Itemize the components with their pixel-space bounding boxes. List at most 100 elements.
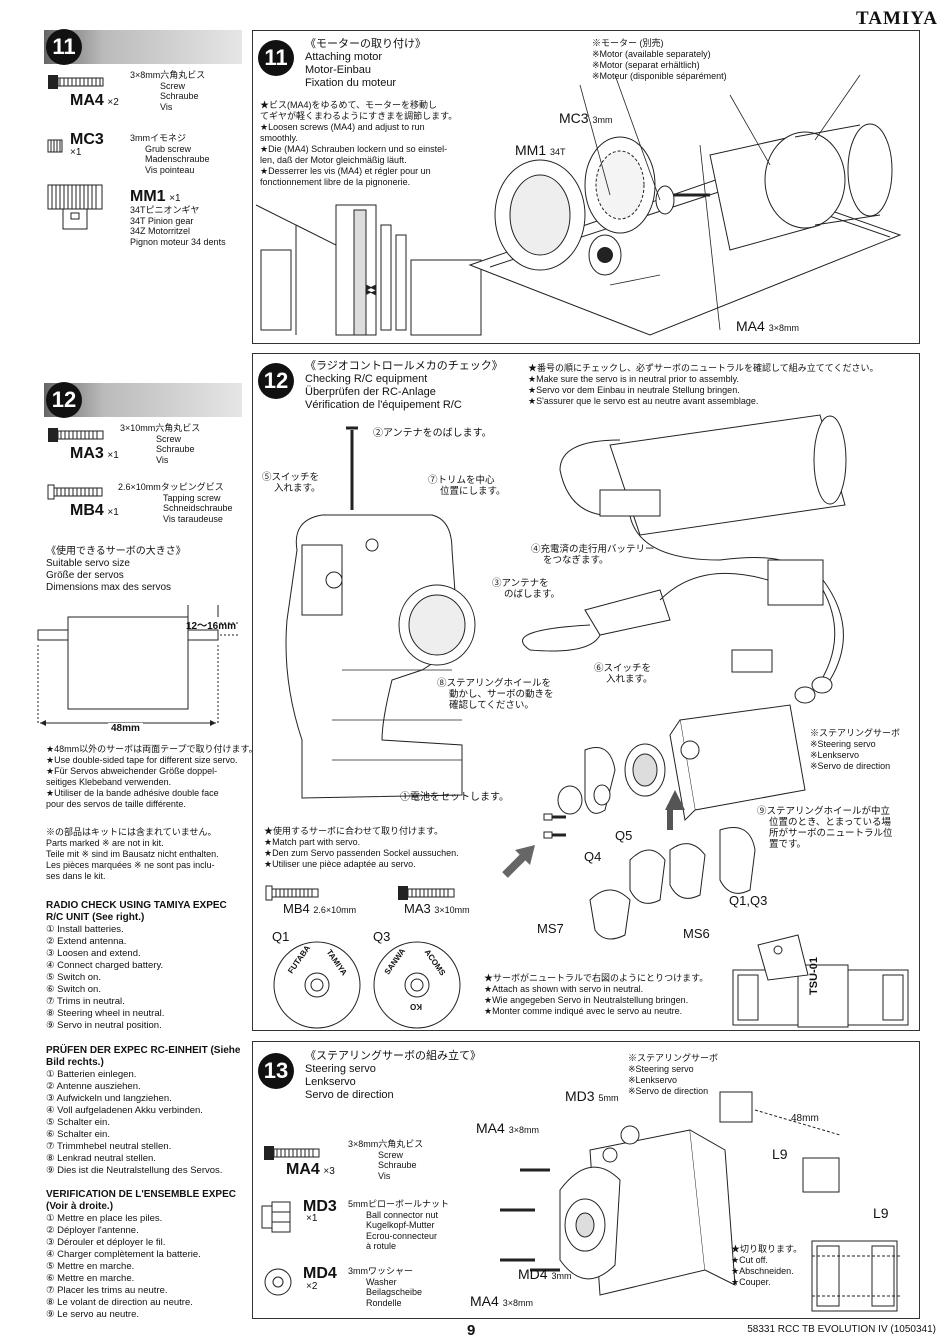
gear-mesh-detail-illustration <box>255 204 482 336</box>
callout-1: ①電池をセットします。 <box>400 792 509 803</box>
q1-horn-disc <box>273 941 361 1029</box>
servo-width-dim: 48mm <box>108 723 143 734</box>
part-md4-code: MD4 <box>303 1265 337 1282</box>
part-md4-desc: 3mmワッシャー Washer Beilagscheibe Rondelle <box>348 1266 423 1308</box>
ma4-label-step11: MA4 3×8mm <box>736 318 799 334</box>
mb4-screw-mini-icon <box>265 885 319 901</box>
part-mb4-code: MB4 ×1 <box>70 502 119 519</box>
part-ma4-code-13: MA4 ×3 <box>286 1161 335 1178</box>
step-11-panel <box>252 30 920 344</box>
mm1-pinion-gear-icon <box>47 184 103 230</box>
md4-washer-icon <box>264 1268 292 1296</box>
step-12-panel-badge: 12 <box>258 363 294 399</box>
motor-assembly-illustration <box>468 74 902 336</box>
servo-height-dim: 12〜16mm <box>186 621 237 632</box>
q3-horn-disc <box>373 941 461 1029</box>
q1-disc-label: Q1 <box>272 929 290 944</box>
q1q3-label: Q1,Q3 <box>729 893 768 908</box>
callout-2: ②アンテナをのばします。 <box>373 428 492 439</box>
transmitter-illustration <box>285 426 476 799</box>
ms7-label: MS7 <box>537 921 564 936</box>
callout-3: ③アンテナを のばします。 <box>492 578 561 600</box>
cut-off-note: ★切り取ります。 ★Cut off. ★Abschneiden. ★Couper… <box>731 1244 803 1287</box>
step-11-title: 《モーターの取り付け》 Attaching motor Motor-Einbau… <box>305 38 426 89</box>
radio-check-en: RADIO CHECK USING TAMIYA EXPEC R/C UNIT … <box>46 900 227 1031</box>
part-md3-desc: 5mmピローボールナット Ball connector nut Kugelkop… <box>348 1199 450 1251</box>
battery-receiver-esc-illustration <box>522 414 847 704</box>
ma3-label-12: MA3 3×10mm <box>404 901 470 916</box>
part-ma4-desc: 3×8mm六角丸ビス Screw Schraube Vis <box>130 70 206 112</box>
brand-logo: TAMIYA <box>855 8 938 29</box>
part-md3-qty: ×1 <box>306 1213 318 1224</box>
part-ma3-code: MA3 ×1 <box>70 445 119 462</box>
part-mb4-desc: 2.6×10mmタッピングビス Tapping screw Schneidsch… <box>118 482 233 524</box>
ma3-screw-icon <box>48 428 104 442</box>
part-md4-qty: ×2 <box>306 1281 318 1292</box>
q3-disc-label: Q3 <box>373 929 391 944</box>
step-13-title: 《ステアリングサーボの組み立て》 Steering servo Lenkserv… <box>305 1050 481 1101</box>
part-mc3-qty: ×1 <box>70 147 82 158</box>
part-ma3-desc: 3×10mm六角丸ビス Screw Schraube Vis <box>120 423 201 465</box>
step-13-panel <box>252 1041 920 1319</box>
step-11-panel-badge: 11 <box>258 40 294 76</box>
arrow-icon <box>502 845 535 878</box>
ma3-screw-mini-icon <box>398 886 455 900</box>
steering-servo-note-13: ※ステアリングサーボ ※Steering servo ※Lenkservo ※S… <box>628 1053 719 1096</box>
md3-label-13: MD3 5mm <box>565 1088 619 1104</box>
step-12-title: 《ラジオコントロールメカのチェック》 Checking R/C equipmen… <box>305 360 503 411</box>
callout-7: ⑦トリムを中心 位置にします。 <box>428 475 506 497</box>
md3-ball-nut-icon <box>261 1201 291 1233</box>
part-mc3-desc: 3mmイモネジ Grub screw Madenschraube Vis poi… <box>130 133 210 175</box>
steering-servo-note-12: ※ステアリングサーボ ※Steering servo ※Lenkservo ※S… <box>810 728 901 771</box>
servo-saver-exploded-illustration <box>557 704 806 940</box>
step-11-notes: ★ビス(MA4)をゆるめて、モーターを移動し てギヤが軽くまわるようにすきまを調… <box>260 100 458 187</box>
motor-not-included-note: ※モーター (別売) ※Motor (available separately)… <box>592 38 727 81</box>
radio-check-fr: VERIFICATION DE L'ENSEMBLE EXPEC (Voir à… <box>46 1189 236 1320</box>
mb4-label-12: MB4 2.6×10mm <box>283 901 357 916</box>
mm1-label: MM1 34T <box>515 142 566 158</box>
match-note: ★使用するサーボに合わせて取り付けます。 ★Match part with se… <box>264 826 459 869</box>
ma4-label-13-bottom: MA4 3×8mm <box>470 1293 533 1309</box>
mc3-grub-screw-icon <box>47 139 63 153</box>
part-ma4-code: MA4 ×2 <box>70 92 119 109</box>
servo-assembly-illustration <box>500 1091 841 1296</box>
step-11-badge: 11 <box>46 29 82 65</box>
l9-spacing-dim: 48mm <box>791 1113 819 1124</box>
callout-6: ⑥スイッチを 入れます。 <box>594 663 653 685</box>
l9-label-1: L9 <box>772 1146 788 1162</box>
step-13-panel-badge: 13 <box>258 1053 294 1089</box>
step-12-badge: 12 <box>46 382 82 418</box>
mb4-tapping-screw-icon <box>47 484 103 500</box>
not-in-kit-note: ※の部品はキットには含まれていません。 Parts marked ※ are n… <box>46 827 219 881</box>
callout-4: ④充電済の走行用バッテリー をつなぎます。 <box>531 544 655 566</box>
q5-label: Q5 <box>615 828 633 843</box>
ms6-label: MS6 <box>683 926 710 941</box>
md4-label-13: MD4 3mm <box>518 1266 572 1282</box>
mc3-label: MC3 3mm <box>559 110 613 126</box>
servo-tsu01-label: TSU-01 <box>807 957 820 995</box>
part-mm1-desc: 34Tピニオンギヤ 34T Pinion gear 34Z Motorritze… <box>130 205 226 247</box>
step-12-panel <box>252 353 920 1031</box>
servo-size-title: 《使用できるサーボの大きさ》 Suitable servo size Größe… <box>46 546 186 593</box>
l9-label-2: L9 <box>873 1205 889 1221</box>
part-mm1-code: MM1 ×1 <box>130 188 181 205</box>
callout-9: ⑨ステアリングホイールが中立 位置のとき、とまっている場 所がサーボのニュートラ… <box>757 806 893 850</box>
page-number: 9 <box>467 1322 476 1339</box>
part-ma4-desc-13: 3×8mm六角丸ビス Screw Schraube Vis <box>348 1139 424 1181</box>
step-12-notes: ★番号の順にチェックし、必ずサーボのニュートラルを確認して組み立ててください。 … <box>528 363 879 406</box>
servo-neutral-diagram <box>732 934 909 1028</box>
screw-icon <box>543 813 566 839</box>
part-md3-code: MD3 <box>303 1198 337 1215</box>
callout-5: ⑤スイッチを 入れます。 <box>262 472 321 494</box>
ma4-screw-icon <box>48 75 104 89</box>
part-mc3-code: MC3 <box>70 131 104 148</box>
radio-check-de: PRÜFEN DER EXPEC RC-EINHEIT (Siehe Bild … <box>46 1045 241 1176</box>
ma4-label-13-top: MA4 3×8mm <box>476 1120 539 1136</box>
servo-cutoff-diagram <box>811 1240 900 1312</box>
servo-size-notes: ★48mm以外のサーボは両面テープで取り付けます。 ★Use double-si… <box>46 744 258 809</box>
servo-size-diagram <box>37 605 238 726</box>
q4-label: Q4 <box>584 849 602 864</box>
callout-8: ⑧ステアリングホイールを 動かし、サーボの動きを 確認してください。 <box>437 678 554 711</box>
footer-model-code: 58331 RCC TB EVOLUTION IV (1050341) <box>747 1324 936 1335</box>
ma4-screw-icon-13 <box>264 1146 320 1160</box>
